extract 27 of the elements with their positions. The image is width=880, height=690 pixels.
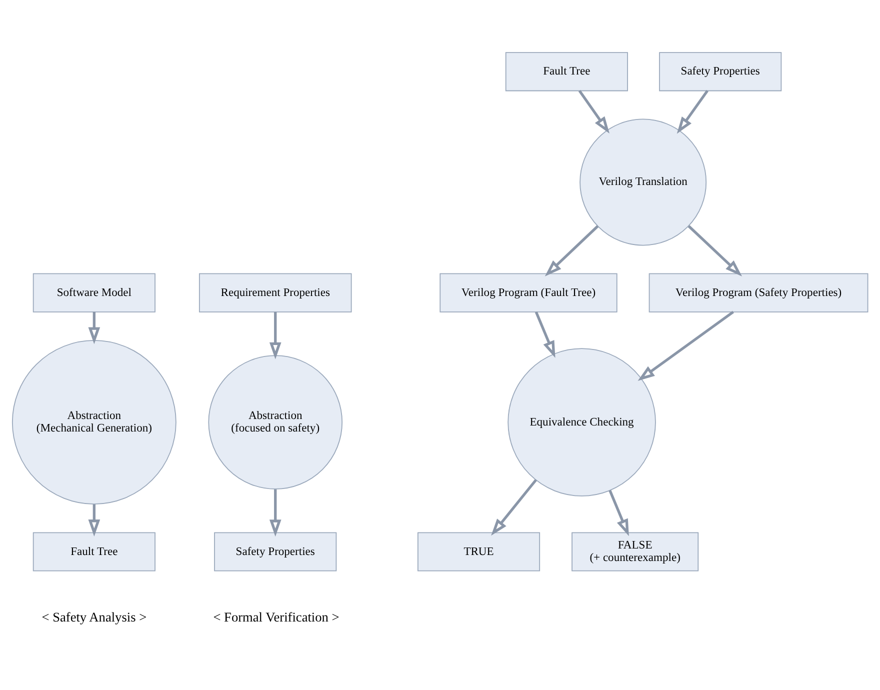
node-box: Safety Properties [214, 532, 337, 572]
node-box: Verilog Program (Safety Properties) [648, 273, 868, 312]
arrow [608, 490, 629, 536]
node-box: FALSE (+ counterexample) [572, 532, 699, 572]
arrow [491, 479, 538, 536]
node-circle: Abstraction (focused on safety) [208, 355, 343, 490]
arrow [88, 504, 100, 536]
label: < Formal Verification > [213, 609, 340, 624]
node-circle: Abstraction (Mechanical Generation) [12, 340, 176, 504]
node-box: Requirement Properties [198, 273, 352, 312]
node-box: Verilog Program (Fault Tree) [440, 273, 618, 312]
node-box: TRUE [417, 532, 540, 572]
node-box: Fault Tree [505, 52, 628, 92]
node-box: Software Model [32, 273, 156, 312]
node-box: Fault Tree [32, 532, 156, 572]
node-circle: Verilog Translation [580, 118, 707, 246]
arrow [269, 489, 282, 537]
arrow [676, 90, 708, 134]
arrow [269, 312, 282, 360]
node-box: Safety Properties [659, 52, 782, 92]
arrow [688, 225, 742, 276]
arrow [88, 312, 100, 344]
arrow [578, 90, 610, 134]
arrow [534, 311, 556, 358]
arrow [544, 225, 599, 276]
label: < Safety Analysis > [42, 609, 147, 624]
arrow [638, 310, 734, 381]
